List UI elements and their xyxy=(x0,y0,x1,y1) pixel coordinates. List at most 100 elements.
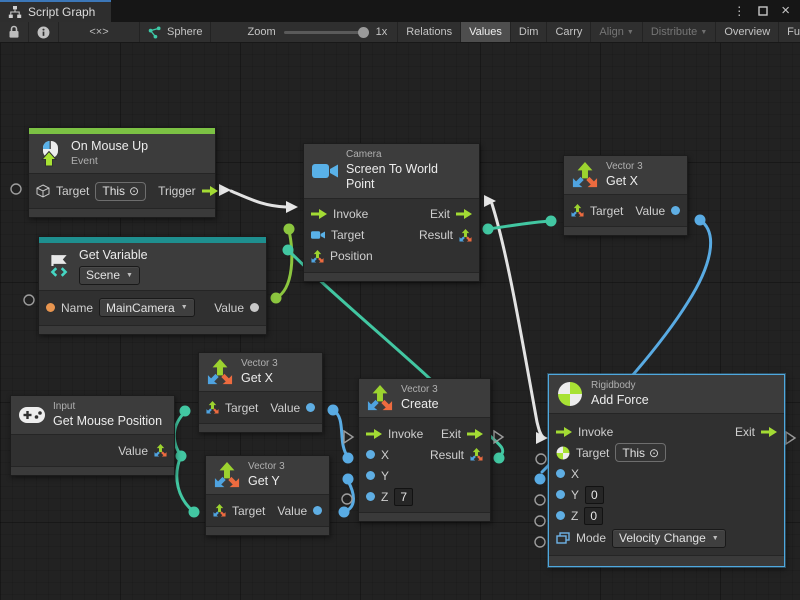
port-empty xyxy=(535,453,547,465)
lock-button[interactable] xyxy=(0,22,29,42)
vector3-port-icon[interactable] xyxy=(206,401,219,414)
port-label-z: Z xyxy=(571,508,579,523)
vector3-port-icon[interactable] xyxy=(311,249,324,263)
close-icon[interactable]: × xyxy=(781,2,790,19)
gamepad-icon xyxy=(19,407,45,424)
z-port[interactable] xyxy=(366,492,375,502)
wire-mouse-getx xyxy=(172,410,187,458)
port-label-target: Target xyxy=(590,203,624,218)
y-value-field[interactable]: 0 xyxy=(585,485,604,504)
port-label-x: X xyxy=(571,466,580,481)
toolbar-button-dim[interactable]: Dim xyxy=(511,22,548,42)
node-get-mouse-position[interactable]: Input Get Mouse Position Value xyxy=(10,395,175,477)
port-label-position: Position xyxy=(330,249,373,264)
node-on-mouse-up[interactable]: On Mouse Up Event Target This⊙ Trigger xyxy=(28,127,218,219)
node-vector3-create[interactable]: Vector 3 Create Invoke Exit X Result xyxy=(358,378,491,523)
control-input-arrow-icon[interactable] xyxy=(311,209,327,220)
wire-getx-create-x xyxy=(331,408,350,459)
port-label-result: Result xyxy=(418,228,453,243)
port-arrow-empty xyxy=(493,429,505,445)
graph-nodes-icon xyxy=(148,25,161,39)
variable-scope-dropdown[interactable]: Scene▼ xyxy=(79,265,140,285)
y-port[interactable] xyxy=(556,490,565,500)
port-label-target: Target xyxy=(232,503,266,518)
node-vector3-get-y[interactable]: Vector 3 Get Y Target Value xyxy=(205,455,330,537)
z-value-field[interactable]: 7 xyxy=(394,487,414,506)
toolbar-button-values[interactable]: Values xyxy=(461,22,511,42)
value-port[interactable] xyxy=(250,303,259,313)
graph-canvas[interactable]: On Mouse Up Event Target This⊙ Trigger xyxy=(0,42,800,600)
control-output-arrow-icon[interactable] xyxy=(201,186,218,197)
control-output-arrow-icon[interactable] xyxy=(467,428,483,439)
port-dot xyxy=(327,404,339,416)
value-port[interactable] xyxy=(313,506,323,516)
values-toggle-button[interactable]: <×> xyxy=(59,22,140,42)
node-vector3-get-x-mid[interactable]: Vector 3 Get X Target Value xyxy=(198,352,323,434)
x-port[interactable] xyxy=(366,450,375,460)
zoom-value: 1x xyxy=(375,26,388,38)
zoom-slider-knob[interactable] xyxy=(357,26,369,38)
wire-trigger-invoke xyxy=(229,189,288,209)
camera-icon xyxy=(312,163,338,178)
vector3-port-icon[interactable] xyxy=(459,228,472,242)
angle-brackets-x-icon: <×> xyxy=(89,26,109,38)
control-input-arrow-icon[interactable] xyxy=(556,426,572,437)
vector3-port-icon[interactable] xyxy=(571,204,584,217)
enum-icon[interactable] xyxy=(556,532,570,544)
graph-toolbar: <×> Sphere Zoom 1x Relations Values Dim … xyxy=(0,22,800,43)
node-title: Get Mouse Position xyxy=(53,413,163,428)
tab-script-graph[interactable]: Script Graph xyxy=(0,0,112,22)
z-port[interactable] xyxy=(556,511,565,521)
x-port[interactable] xyxy=(556,469,565,479)
toolbar-button-overview[interactable]: Overview xyxy=(716,22,780,42)
rigidbody-port-icon[interactable] xyxy=(556,446,570,460)
control-output-arrow-icon[interactable] xyxy=(456,209,472,220)
node-vector3-get-x-top[interactable]: Vector 3 Get X Target Value xyxy=(563,155,688,237)
camera-port-icon[interactable] xyxy=(311,230,325,240)
toolbar-button-relations[interactable]: Relations xyxy=(398,22,462,42)
this-target-chip[interactable]: This⊙ xyxy=(615,443,667,463)
port-label-target: Target xyxy=(331,228,365,243)
port-label-target: Target xyxy=(56,184,90,199)
wire-result-getx xyxy=(486,219,553,231)
toolbar-button-fullscreen[interactable]: Full Screen xyxy=(787,26,800,38)
port-empty xyxy=(341,493,353,505)
toolbar-button-carry[interactable]: Carry xyxy=(547,22,592,42)
port-dot xyxy=(534,473,546,485)
node-add-force[interactable]: Rigidbody Add Force Invoke Exit Target T… xyxy=(548,374,785,568)
menu-dots-icon[interactable]: ⋮ xyxy=(733,4,746,18)
port-empty xyxy=(534,494,546,506)
control-output-arrow-icon[interactable] xyxy=(761,426,777,437)
name-port[interactable] xyxy=(46,303,55,313)
control-input-arrow-icon[interactable] xyxy=(366,428,382,439)
port-label-x: X xyxy=(381,447,390,462)
port-arrow-empty xyxy=(343,429,355,445)
y-port[interactable] xyxy=(366,471,375,481)
node-title: Get Variable xyxy=(79,248,148,262)
node-screen-to-world-point[interactable]: Camera Screen To World Point Invoke Exit… xyxy=(303,143,480,282)
node-get-variable[interactable]: Get Variable Scene▼ Name MainCamera▼ Val… xyxy=(38,236,267,335)
z-value-field[interactable]: 0 xyxy=(584,506,604,525)
info-button[interactable] xyxy=(29,22,59,42)
vector3-port-icon[interactable] xyxy=(470,448,483,461)
this-target-chip[interactable]: This⊙ xyxy=(95,181,147,201)
node-title: Screen To World Point xyxy=(346,161,438,192)
graph-owner[interactable]: Sphere xyxy=(140,22,212,42)
wire-variable-target xyxy=(274,229,294,300)
maximize-icon[interactable] xyxy=(758,6,768,16)
port-arrow xyxy=(536,432,548,444)
window-buttons: ⋮ × xyxy=(733,0,800,22)
node-category: Input xyxy=(53,401,76,412)
toolbar-button-distribute[interactable]: Distribute ▼ xyxy=(643,22,717,42)
variable-name-dropdown[interactable]: MainCamera▼ xyxy=(99,298,195,318)
mode-dropdown[interactable]: Velocity Change▼ xyxy=(612,528,726,548)
gameobject-cube-icon xyxy=(36,184,50,198)
value-port[interactable] xyxy=(671,206,681,216)
node-footer xyxy=(549,555,784,567)
toolbar-button-align[interactable]: Align ▼ xyxy=(591,22,643,42)
vector3-port-icon[interactable] xyxy=(213,504,226,517)
zoom-slider[interactable] xyxy=(283,26,369,38)
value-port[interactable] xyxy=(306,403,316,413)
vector3-port-icon[interactable] xyxy=(154,444,167,457)
